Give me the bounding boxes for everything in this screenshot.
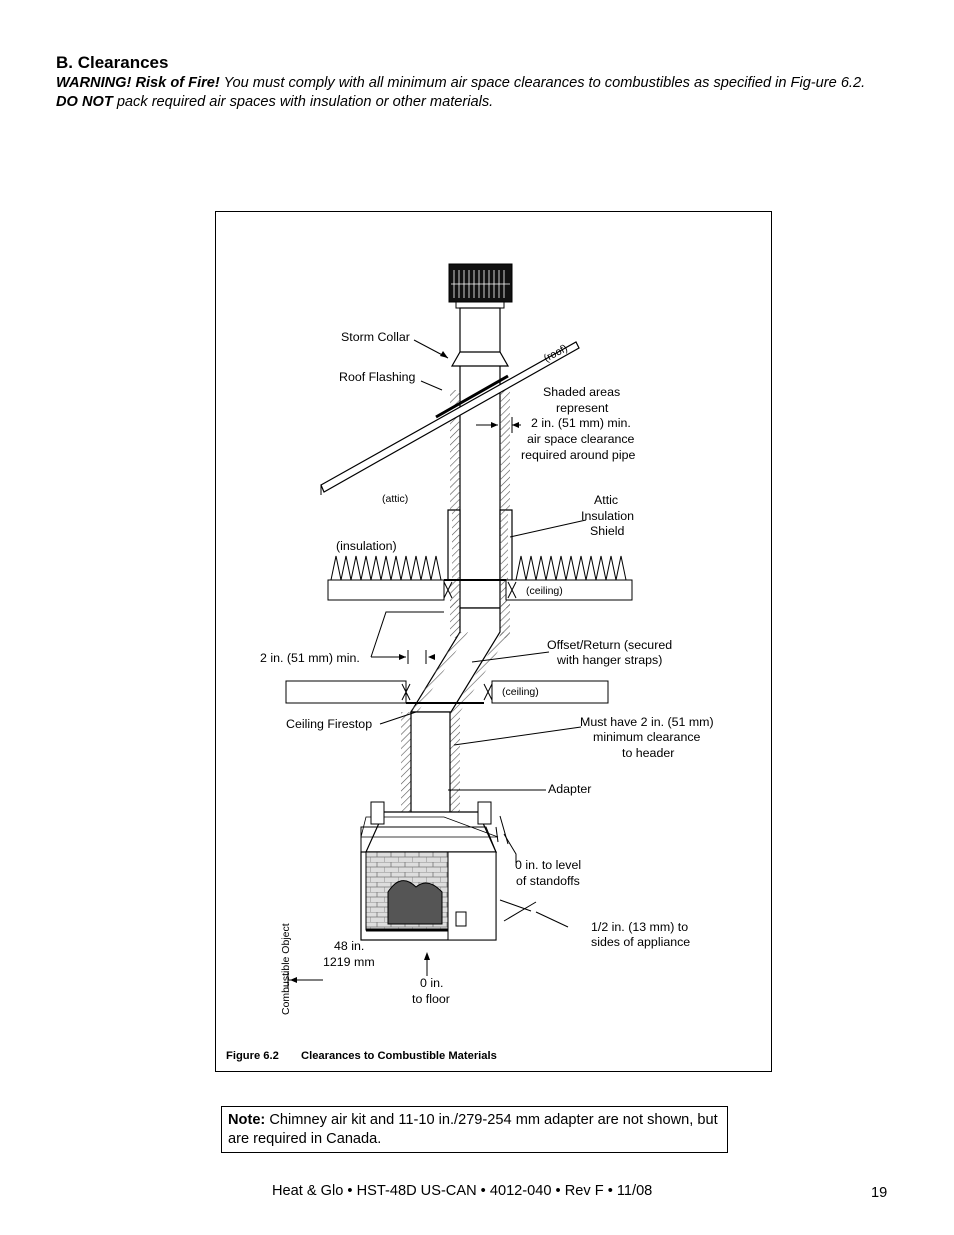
- warning-text-2: pack required air spaces with insulation…: [112, 94, 494, 110]
- label-offset-2: with hanger straps): [556, 653, 662, 667]
- warning-do-not: DO NOT: [56, 94, 113, 110]
- label-header-2: minimum clearance: [593, 730, 701, 744]
- label-storm-collar: Storm Collar: [341, 330, 410, 344]
- label-shield-2: Insulation: [581, 509, 634, 523]
- label-roof-flashing: Roof Flashing: [339, 370, 416, 384]
- label-header-3: to header: [622, 746, 674, 760]
- label-shield-1: Attic: [594, 493, 618, 507]
- label-dist-2: 1219 mm: [323, 955, 375, 969]
- clearance-diagram: Storm Collar (roof) Roof Flashing Shaded…: [226, 263, 714, 1062]
- label-sides-1: 1/2 in. (13 mm) to: [591, 920, 688, 934]
- clearance-hatch-left: [450, 390, 460, 608]
- label-dist-1: 48 in.: [334, 939, 364, 953]
- label-firestop: Ceiling Firestop: [286, 717, 372, 731]
- label-sides-2: sides of appliance: [591, 935, 690, 949]
- roof: [320, 341, 580, 495]
- figure-caption-title: Clearances to Combustible Materials: [301, 1050, 497, 1062]
- lower-hatch-right: [450, 712, 460, 812]
- label-shaded-4: air space clearance: [527, 432, 635, 446]
- figure-caption-number: Figure 6.2: [226, 1050, 279, 1062]
- page-number: 19: [871, 1185, 888, 1201]
- label-shaded-1: Shaded areas: [543, 385, 620, 399]
- warning-text-1: You must comply with all minimum air spa…: [219, 75, 866, 91]
- footer-doc-info: Heat & Glo • HST-48D US-CAN • 4012-040 •…: [272, 1183, 653, 1199]
- label-floor-1: 0 in.: [420, 976, 443, 990]
- note-text: Chimney air kit and 11-10 in./279-254 mm…: [228, 1112, 718, 1147]
- fireplace-appliance: [360, 801, 499, 941]
- label-standoffs-2: of standoffs: [516, 874, 580, 888]
- section-heading: B. Clearances: [56, 53, 169, 72]
- label-shield-3: Shield: [590, 524, 625, 538]
- label-floor-2: to floor: [412, 992, 450, 1006]
- note-label: Note:: [228, 1112, 266, 1128]
- attic-shield-hatch-left: [452, 510, 460, 580]
- arrowheads: [290, 351, 519, 983]
- lower-hatch-left: [401, 712, 411, 812]
- label-header-1: Must have 2 in. (51 mm): [580, 715, 714, 729]
- label-shaded-5: required around pipe: [521, 448, 635, 462]
- lower-pipe: [410, 711, 451, 823]
- warning-paragraph: WARNING! Risk of Fire! You must comply w…: [56, 74, 886, 112]
- label-standoffs-1: 0 in. to level: [515, 858, 581, 872]
- label-adapter: Adapter: [548, 782, 591, 796]
- figure-6-2: Storm Collar (roof) Roof Flashing Shaded…: [215, 211, 772, 1072]
- label-combustible-object: Combustible Object: [280, 923, 292, 1015]
- label-min-2in: 2 in. (51 mm) min.: [260, 651, 360, 665]
- label-ceiling-lower: (ceiling): [502, 686, 539, 698]
- label-shaded-2: represent: [556, 401, 609, 415]
- chimney-cap: [448, 263, 513, 309]
- label-attic: (attic): [382, 493, 408, 505]
- ceiling-upper: [327, 579, 633, 601]
- warning-label: WARNING! Risk of Fire!: [56, 75, 220, 91]
- storm-collar: [450, 351, 510, 367]
- ceiling-lower: [285, 680, 609, 704]
- label-insulation: (insulation): [336, 539, 397, 553]
- insulation-right: [515, 555, 627, 581]
- label-offset-1: Offset/Return (secured: [547, 638, 672, 652]
- insulation-left: [330, 555, 442, 581]
- label-shaded-3: 2 in. (51 mm) min.: [531, 416, 631, 430]
- label-ceiling-upper: (ceiling): [526, 585, 563, 597]
- clearance-hatch-right: [500, 390, 510, 608]
- attic-shield-hatch-right: [500, 510, 508, 580]
- note-box: Note: Chimney air kit and 11-10 in./279-…: [221, 1106, 728, 1153]
